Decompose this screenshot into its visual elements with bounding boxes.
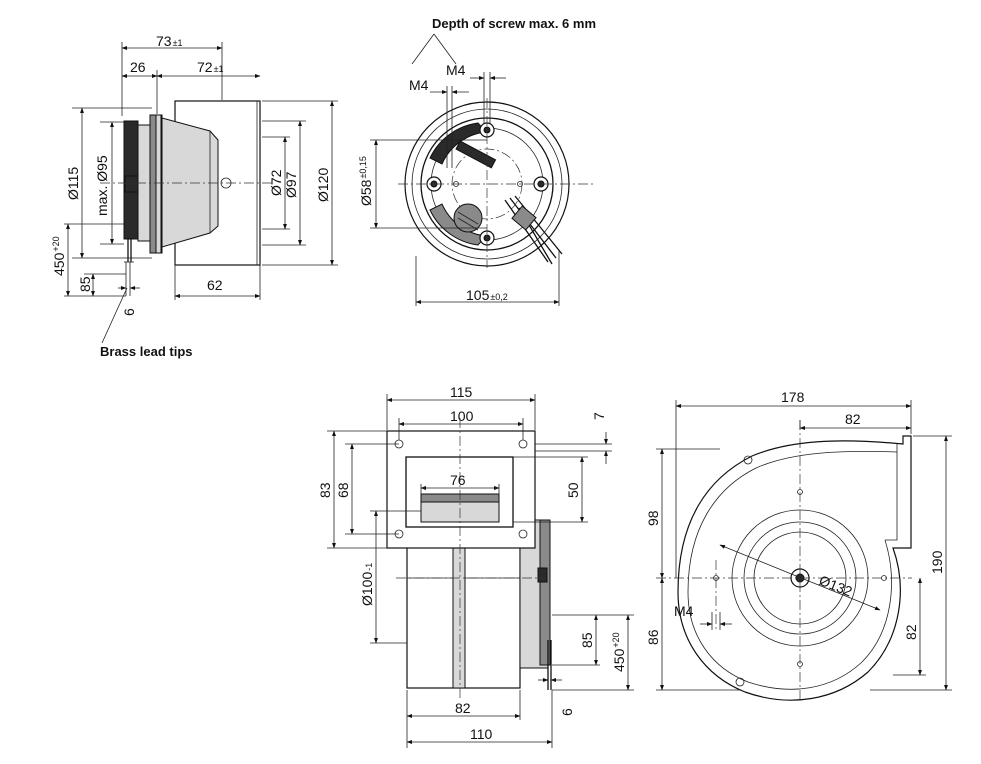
side-dim-72: 72±1 xyxy=(197,59,224,75)
front-dim-100-dia: Ø100-1 xyxy=(359,563,375,606)
front-dim-7: 7 xyxy=(591,412,607,420)
side-dim-73: 73±1 xyxy=(156,33,183,49)
housing-dim-82-right: 82 xyxy=(903,624,919,640)
housing-dim-82-top: 82 xyxy=(845,411,861,427)
housing-scroll-outline xyxy=(677,435,912,701)
side-dim-6: 6 xyxy=(121,308,137,316)
side-dim-max-95: max. Ø95 xyxy=(94,155,110,216)
front-dim-76: 76 xyxy=(450,472,466,488)
side-dim-120: Ø120 xyxy=(315,168,331,202)
housing-dim-98: 98 xyxy=(645,510,661,526)
side-dim-450: 450+20 xyxy=(51,236,67,276)
front-dim-100: 100 xyxy=(450,408,474,424)
brass-lead-tips-note: Brass lead tips xyxy=(100,344,193,359)
housing-dim-86: 86 xyxy=(645,629,661,645)
side-dim-97: Ø97 xyxy=(283,171,299,198)
front-dim-50: 50 xyxy=(565,482,581,498)
side-dim-115: Ø115 xyxy=(65,167,81,200)
depth-of-screw-note: Depth of screw max. 6 mm xyxy=(432,16,596,31)
side-dim-72-dia: Ø72 xyxy=(268,169,284,196)
rear-m4-right: M4 xyxy=(446,62,466,78)
rear-view: Depth of screw max. 6 mm M4 M4 Ø58±0,15 … xyxy=(358,16,596,306)
rear-dim-105: 105±0,2 xyxy=(466,287,508,303)
side-dim-62: 62 xyxy=(207,277,223,293)
front-dim-115: 115 xyxy=(450,384,473,400)
front-view: 115 100 76 7 83 68 50 Ø100-1 85 450+20 6… xyxy=(317,384,634,748)
front-dim-83: 83 xyxy=(317,482,333,498)
side-dim-26: 26 xyxy=(130,59,146,75)
front-dim-68: 68 xyxy=(335,482,351,498)
front-dim-85: 85 xyxy=(579,632,595,648)
rear-m4-left: M4 xyxy=(409,77,429,93)
side-dim-85: 85 xyxy=(77,276,93,292)
front-dim-110: 110 xyxy=(470,726,493,742)
side-view: 73±1 26 72±1 62 Ø115 max. Ø95 Ø120 Ø97 Ø… xyxy=(51,33,338,359)
housing-dim-190: 190 xyxy=(929,550,945,574)
front-outlet xyxy=(405,456,514,528)
rear-dim-58: Ø58±0,15 xyxy=(358,156,374,206)
housing-m4: M4 xyxy=(674,603,694,619)
housing-view: 178 82 98 86 190 82 Ø132 M4 xyxy=(645,389,952,701)
housing-dim-178: 178 xyxy=(781,389,805,405)
front-dim-82: 82 xyxy=(455,700,471,716)
front-dim-450: 450+20 xyxy=(611,632,627,672)
front-dim-6: 6 xyxy=(559,708,575,716)
